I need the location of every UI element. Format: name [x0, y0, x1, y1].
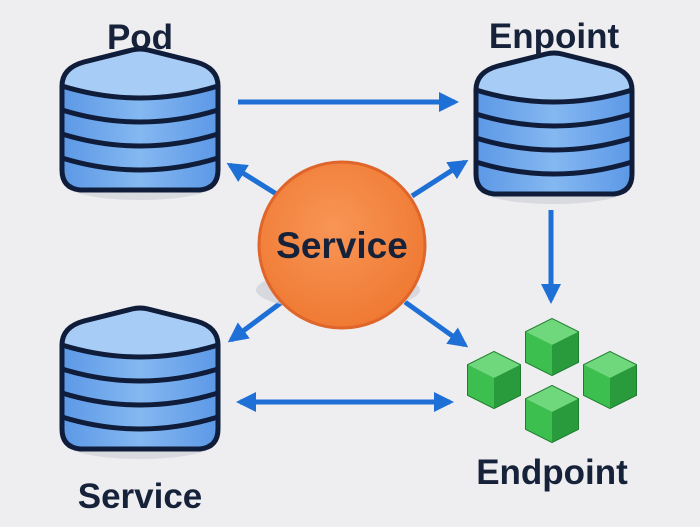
service-center-label: Service — [276, 225, 408, 266]
pod-node: Pod — [62, 18, 218, 200]
service-bottom-node: Service — [62, 308, 218, 516]
cube-icon — [525, 318, 579, 376]
endpoint-node: Endpoint — [467, 318, 637, 492]
service-bottom-label: Service — [78, 477, 203, 516]
pod-label: Pod — [107, 18, 173, 57]
enpoint-node: Enpoint — [476, 17, 632, 204]
arrow-service-to-enpoint — [410, 159, 469, 199]
service-center-node: Service — [256, 160, 427, 330]
cube-icon — [583, 351, 637, 409]
cube-icon — [467, 351, 521, 409]
database-stack-icon — [476, 53, 632, 204]
cube-icon — [525, 385, 579, 443]
endpoint-label: Endpoint — [476, 453, 628, 492]
service-circle — [257, 160, 427, 330]
database-stack-icon — [62, 49, 218, 200]
enpoint-label: Enpoint — [489, 17, 620, 56]
connection-arrows — [226, 92, 561, 412]
arrow-service-to-pod — [226, 162, 280, 198]
arrow-service-to-endpoint — [403, 299, 469, 348]
arrow-service-to-service-bottom — [227, 299, 284, 343]
database-stack-icon — [62, 308, 218, 459]
cube-cluster-icon — [467, 318, 637, 443]
